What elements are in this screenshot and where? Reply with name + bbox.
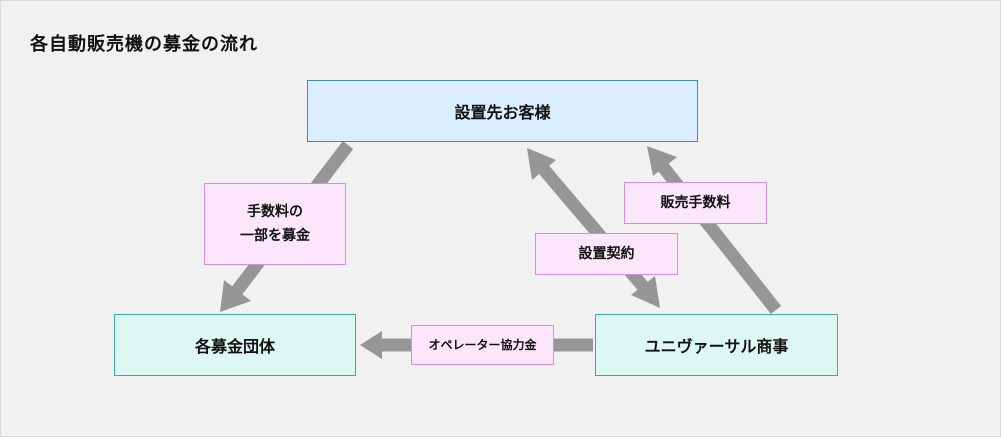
- node-customer: 設置先お客様: [307, 80, 698, 142]
- arrow-company-to-customer: [647, 146, 782, 315]
- edge-label-donation: 手数料の 一部を募金: [204, 183, 346, 265]
- arrow-contract-bidirectional: [527, 148, 660, 308]
- edge-label-donation-line1: 手数料の: [247, 204, 303, 220]
- edge-label-contract: 設置契約: [535, 233, 678, 275]
- node-donation-org: 各募金団体: [114, 314, 356, 376]
- node-company: ユニヴァーサル商事: [595, 314, 838, 376]
- edge-label-donation-line2: 一部を募金: [240, 228, 310, 244]
- edge-label-cooperation: オペレーター協力金: [411, 325, 554, 365]
- edge-label-sales-fee: 販売手数料: [624, 182, 767, 224]
- diagram-title: 各自動販売機の募金の流れ: [30, 34, 258, 55]
